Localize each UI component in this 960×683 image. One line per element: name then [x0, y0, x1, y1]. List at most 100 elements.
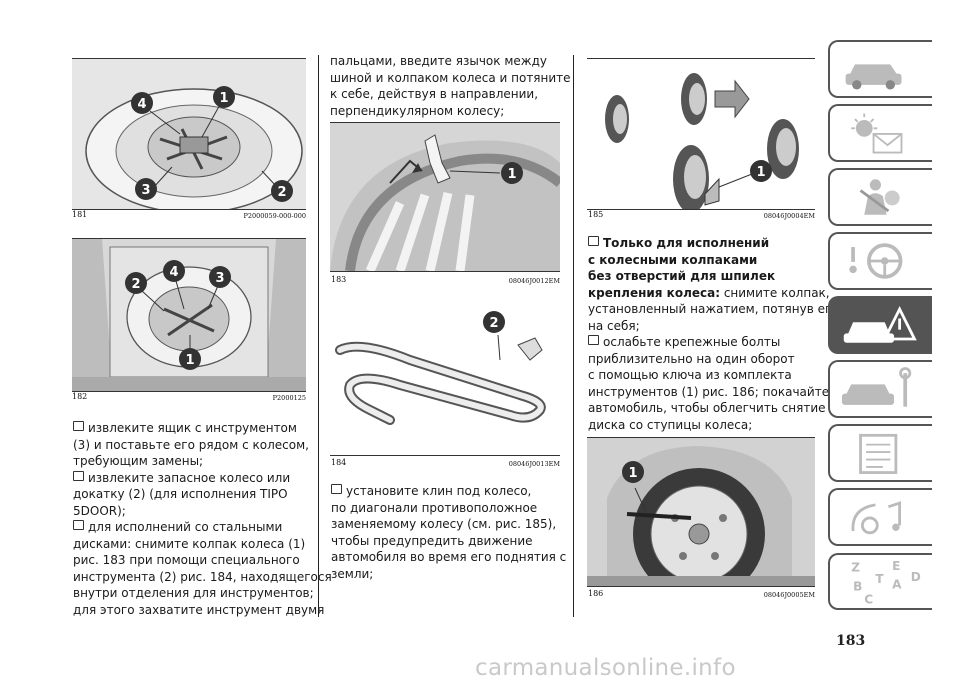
callout-badge: 1: [219, 91, 228, 106]
car-dashboard-icon: [845, 64, 902, 90]
text-line: внутри отделения для инструментов;: [73, 586, 314, 600]
figure-184-number: 184: [331, 458, 347, 467]
index-letter: A: [892, 577, 902, 591]
figure-181-number: 181: [72, 210, 88, 219]
emergency-icon: [843, 306, 917, 343]
text-line: пальцами, введите язычок между: [330, 54, 547, 68]
checkbox-bullet-icon: [73, 520, 84, 530]
text-line: инструментов (1) рис. 186; покачайте: [588, 384, 830, 399]
text-line: заменяемому колесу (см. рис. 185),: [331, 517, 557, 531]
tab-multimedia[interactable]: [828, 488, 932, 546]
figure-181-image: 4 1 3 2: [72, 58, 306, 210]
callout-badge: 3: [215, 271, 224, 286]
column-1-text: извлеките ящик с инструментом (3) и пост…: [73, 420, 332, 618]
text-line: шиной и колпаком колеса и потяните: [330, 70, 571, 85]
column-3-text: Только для исполнений с колесными колпак…: [588, 235, 839, 433]
text-line: на себя;: [588, 318, 640, 333]
text-line: извлеките ящик с инструментом: [73, 420, 332, 437]
text-line: автомобиль, чтобы облегчить снятие: [588, 401, 826, 415]
callout-badge: 4: [169, 265, 178, 280]
checkbox-bullet-icon: [73, 470, 84, 481]
text-line: 5DOOR);: [73, 503, 126, 518]
text-line: установите клин под колесо,: [331, 483, 566, 500]
figure-186-image: 1: [587, 437, 815, 587]
page-number: 183: [836, 633, 866, 649]
figure-181-code: P2000059-000-000: [243, 212, 306, 220]
maintenance-icon: [841, 367, 912, 407]
text-line: чтобы предупредить движение: [331, 533, 533, 548]
figure-184-code: 08046J0013EM: [508, 460, 560, 468]
figure-183-code: 08046J0012EM: [508, 277, 560, 285]
tab-index-letters[interactable]: Z E B A C D T: [828, 553, 932, 610]
figure-183-number: 183: [331, 275, 347, 284]
callout-badge: 4: [137, 97, 146, 112]
text-line: ослабьте крепежные болты: [588, 334, 839, 351]
figure-182-image: 2 4 3 1: [72, 238, 306, 392]
tab-emergency[interactable]: [828, 296, 932, 354]
column-2-text-bottom: установите клин под колесо, по диагонали…: [331, 483, 566, 582]
checkbox-bullet-icon: [73, 421, 84, 431]
text-line: по диагонали противоположное: [331, 500, 538, 515]
tab-maintenance[interactable]: [828, 360, 932, 418]
figure-185-image: 1: [587, 58, 815, 210]
checkbox-bullet-icon: [588, 236, 599, 246]
text-line: дисками: снимите колпак колеса (1): [73, 536, 306, 551]
text-line: перпендикулярном колесу;: [330, 103, 505, 118]
figure-186-code: 08046J0005EM: [763, 591, 815, 599]
text-line: земли;: [331, 566, 374, 581]
figure-182-code: P2000125: [272, 394, 306, 402]
text-line: извлеките запасное колесо или: [73, 470, 332, 487]
callout-badge: 3: [141, 183, 150, 198]
column-divider: [573, 55, 574, 617]
text-line: установленный нажатием, потянув его: [588, 302, 839, 316]
tab-technical-data[interactable]: [828, 424, 932, 482]
tab-dashboard[interactable]: [828, 40, 932, 98]
multimedia-icon: [851, 501, 902, 535]
watermark: carmanualsonline.info: [475, 655, 736, 681]
figure-185-code: 08046J0004EM: [763, 212, 815, 220]
index-letter: T: [875, 572, 884, 586]
column-2-text-top: пальцами, введите язычок между шиной и к…: [330, 53, 571, 119]
text-line: для исполнений со стальными: [73, 519, 332, 536]
text-line: рис. 183 при помощи специального: [73, 553, 300, 567]
safety-airbag-icon: [859, 179, 900, 215]
tab-starting-driving[interactable]: [828, 232, 932, 290]
text-line: требующим замены;: [73, 454, 204, 468]
technical-data-icon: [859, 433, 898, 474]
figure-184-image: 2: [330, 290, 560, 456]
callout-badge: 1: [756, 165, 765, 180]
callout-badge: 1: [185, 353, 194, 368]
text-line: автомобиля во время его поднятия с: [331, 550, 567, 564]
text-line: инструмента (2) рис. 184, находящегося: [73, 569, 332, 584]
text-line: (3) и поставьте его рядом с колесом,: [73, 437, 309, 452]
index-letter: C: [864, 592, 873, 606]
text-line: докатку (2) (для исполнения TIPO: [73, 487, 288, 501]
text-line: диска со ступицы колеса;: [588, 417, 753, 432]
index-letter: D: [911, 570, 921, 584]
callout-badge: 2: [277, 185, 286, 200]
text-line: к себе, действуя в направлении,: [330, 87, 539, 101]
text-line: без отверстий для шпилек: [588, 269, 776, 283]
callout-badge: 1: [507, 167, 516, 182]
figure-183-image: 1: [330, 122, 560, 272]
figure-185-number: 185: [588, 210, 604, 219]
warning-lights-icon: [851, 113, 903, 154]
steering-wheel-icon: [849, 243, 903, 279]
tab-safety[interactable]: [828, 168, 932, 226]
text-line: для этого захватите инструмент двумя: [73, 602, 325, 617]
column-divider: [318, 55, 319, 617]
callout-badge: 1: [628, 466, 637, 481]
index-letter: B: [853, 579, 862, 593]
index-letter: Z: [851, 561, 860, 575]
callout-badge: 2: [131, 277, 140, 292]
index-letter: E: [892, 559, 900, 573]
text-line: с колесными колпаками: [588, 252, 758, 267]
text-line: приблизительно на один оборот: [588, 351, 795, 366]
callout-badge: 2: [489, 316, 498, 331]
text-line: крепления колеса: снимите колпак,: [588, 285, 830, 300]
checkbox-bullet-icon: [331, 484, 342, 494]
text-line: с помощью ключа из комплекта: [588, 368, 792, 382]
checkbox-bullet-icon: [588, 335, 599, 345]
tab-warning-lights[interactable]: [828, 104, 932, 162]
figure-186-number: 186: [588, 589, 604, 598]
